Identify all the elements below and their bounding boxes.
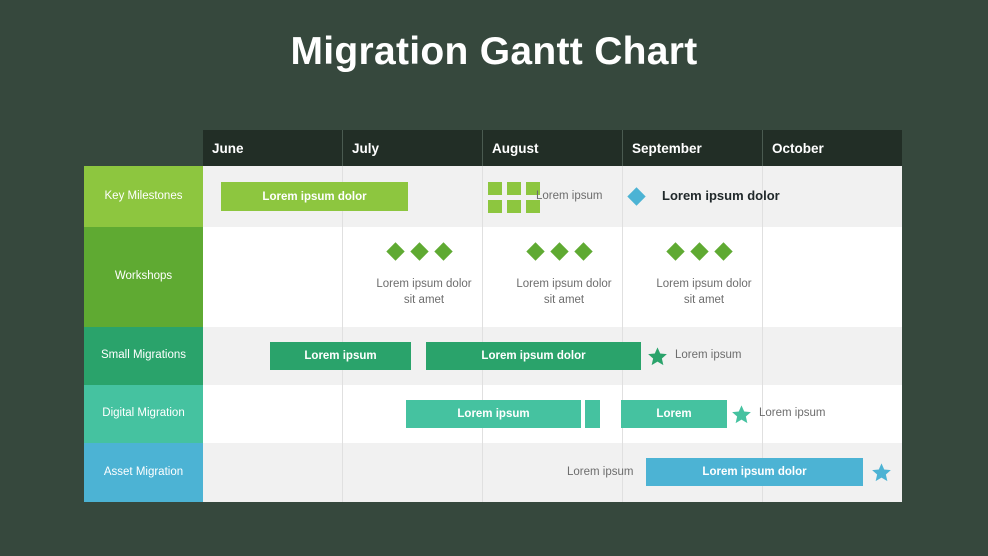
row-label-key-milestones[interactable]: Key Milestones (84, 166, 203, 227)
table-row: Key Milestones Lorem ipsum dolor Lorem i… (84, 166, 902, 227)
asset-migration-lead-label: Lorem ipsum (567, 466, 634, 478)
table-row: Small Migrations Lorem ipsum Lorem ipsum… (84, 327, 902, 385)
star-icon (648, 347, 667, 366)
month-header-row: June July August September October (203, 130, 902, 166)
row-label-small-migrations[interactable]: Small Migrations (84, 327, 203, 385)
row-track-asset-migration: Lorem ipsum Lorem ipsum dolor (203, 443, 902, 502)
workshop-caption-september: Lorem ipsum dolor sit amet (656, 278, 752, 306)
month-header-october: October (772, 140, 824, 156)
month-header-august: August (483, 130, 623, 166)
month-header-june: June (203, 130, 343, 166)
gantt-chart: June July August September October Key M… (84, 130, 902, 512)
row-track-key-milestones: Lorem ipsum dolor Lorem ipsum Lorem ipsu… (203, 166, 902, 227)
star-icon (872, 463, 891, 482)
table-row: Workshops Lorem ipsum dolor sit amet (84, 227, 902, 327)
workshop-caption-july: Lorem ipsum dolor sit amet (376, 278, 472, 306)
workshop-diamonds-july (386, 242, 453, 261)
row-track-workshops: Lorem ipsum dolor sit amet Lorem ipsum d… (203, 227, 902, 327)
milestone-label: Lorem ipsum dolor (662, 188, 780, 203)
milestone-diamond-icon (627, 187, 646, 206)
workshop-caption-august: Lorem ipsum dolor sit amet (516, 278, 612, 306)
squares-label: Lorem ipsum (536, 190, 603, 202)
star-icon (732, 405, 751, 424)
month-header-july: July (343, 130, 483, 166)
table-row: Asset Migration Lorem ipsum Lorem ipsum … (84, 443, 902, 502)
bar-digital-migration-2[interactable] (585, 400, 600, 428)
row-label-workshops[interactable]: Workshops (84, 227, 203, 327)
bar-small-migrations-2[interactable]: Lorem ipsum dolor (426, 342, 641, 370)
row-track-digital-migration: Lorem ipsum Lorem Lorem ipsum (203, 385, 902, 443)
squares-icon (488, 182, 540, 213)
row-track-small-migrations: Lorem ipsum Lorem ipsum dolor Lorem ipsu… (203, 327, 902, 385)
page-title: Migration Gantt Chart (290, 30, 698, 73)
bar-digital-migration-3[interactable]: Lorem (621, 400, 727, 428)
small-migrations-star-label: Lorem ipsum (675, 349, 742, 361)
row-label-digital-migration[interactable]: Digital Migration (84, 385, 203, 443)
table-row: Digital Migration Lorem ipsum Lorem Lore… (84, 385, 902, 443)
gantt-body: Key Milestones Lorem ipsum dolor Lorem i… (84, 166, 902, 512)
row-label-asset-migration[interactable]: Asset Migration (84, 443, 203, 502)
bar-key-milestones-1[interactable]: Lorem ipsum dolor (221, 182, 408, 211)
workshop-diamonds-august (526, 242, 593, 261)
bar-digital-migration-1[interactable]: Lorem ipsum (406, 400, 581, 428)
bar-asset-migration-1[interactable]: Lorem ipsum dolor (646, 458, 863, 486)
workshop-diamonds-september (666, 242, 733, 261)
digital-migration-star-label: Lorem ipsum (759, 407, 826, 419)
bar-small-migrations-1[interactable]: Lorem ipsum (270, 342, 411, 370)
month-header-september: September (623, 130, 763, 166)
